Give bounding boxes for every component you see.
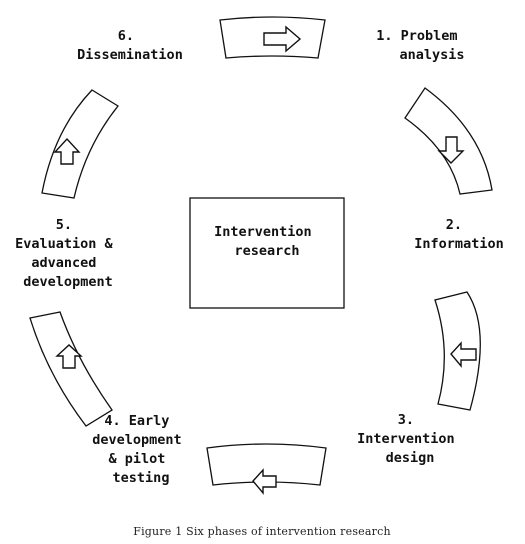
phase-2-label: 2. Information [414,217,503,252]
segment-3-to-4 [206,443,327,486]
arrow-left-icon [450,341,477,368]
center-label: Intervention research [214,224,320,259]
arrow-left-icon [252,468,277,495]
segment-5-to-6 [41,89,119,199]
phase-6-label: 6. Dissemination [77,28,183,63]
arrow-up-icon [53,137,81,165]
cycle-arrows [53,25,477,495]
cycle-segments [29,16,493,486]
segment-4-to-5 [29,311,113,427]
arrow-right-icon [263,25,302,53]
figure-caption: Figure 1 Six phases of intervention rese… [133,525,391,538]
arrow-down-icon [437,136,465,164]
arrow-up-icon [55,344,83,369]
phase-3-label: 3. Intervention design [357,412,463,466]
center-box [189,197,345,309]
phase-4-label: 4. Early development & pilot testing [92,413,190,486]
phase-5-label: 5. Evaluation & advanced development [15,217,121,290]
phase-1-label: 1. Problem analysis [376,28,465,63]
